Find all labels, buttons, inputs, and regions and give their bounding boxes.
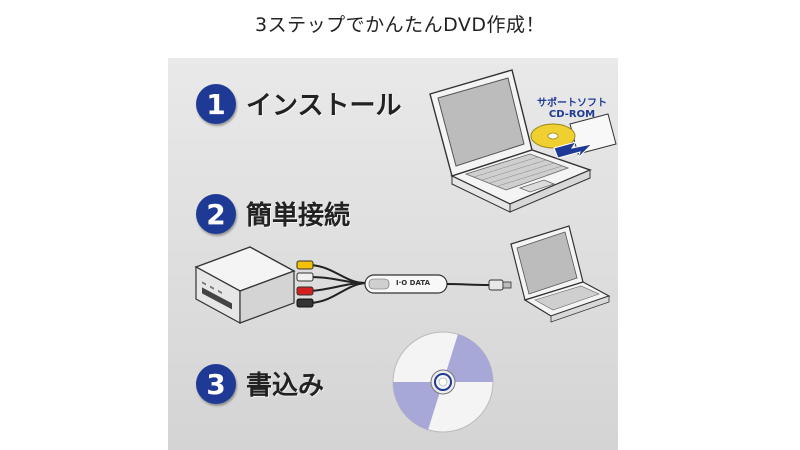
laptop-with-cd-illustration — [429, 69, 617, 213]
step-3-label: 書込み — [246, 371, 325, 401]
cd-rom-label-line1: サポートソフト — [537, 98, 607, 109]
step-1-label: インストール — [246, 91, 402, 121]
cd-rom-label-line2: CD-ROM — [548, 109, 596, 120]
page-title: 3ステップでかんたんDVD作成！ — [254, 14, 545, 36]
step-1-badge: 1 — [196, 84, 236, 124]
small-laptop-illustration — [510, 225, 611, 323]
disc-illustration — [392, 331, 494, 433]
capture-device-brand: I·O DATA — [396, 279, 430, 287]
step-2-badge: 2 — [196, 194, 236, 234]
capture-cable-illustration — [296, 260, 512, 308]
video-deck-illustration — [194, 246, 296, 325]
step-2-label: 簡単接続 — [246, 201, 351, 231]
step-3-badge: 3 — [196, 364, 236, 404]
cd-rom-label: サポートソフト CD-ROM — [532, 98, 612, 120]
